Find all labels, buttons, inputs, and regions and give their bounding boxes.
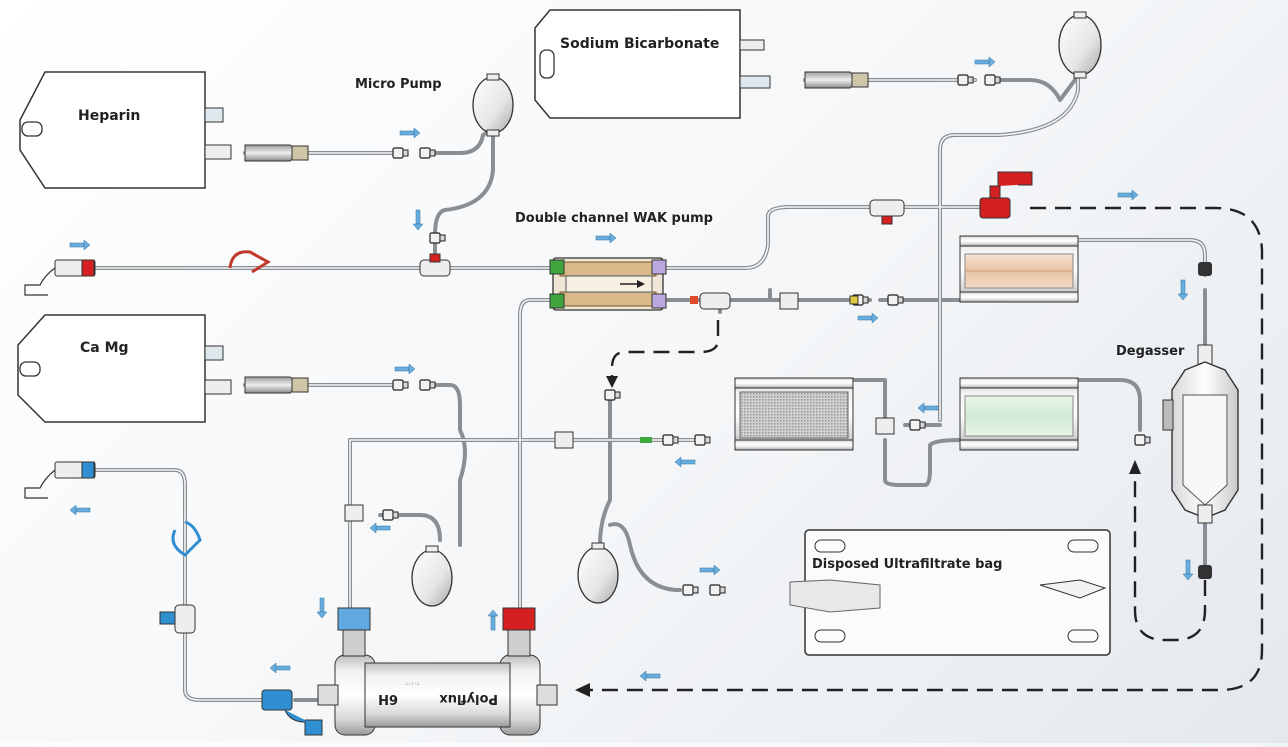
t-junctions [344,199,905,522]
micro-pump-label: Micro Pump [355,77,442,92]
degasser-label: Degasser [1116,344,1185,359]
blue-clamp [171,520,202,557]
ultrafiltrate-bag-label: Disposed Ultrafiltrate bag [812,557,1002,572]
tubing-highlight [89,67,1206,701]
sodium-bicarbonate-bag: Sodium Bicarbonate [534,9,771,119]
wak-pump: Double channel WAK pump [515,211,713,311]
micro-pump-ca-mg [411,545,453,607]
sorbent-cartridge-middle [734,377,854,451]
dialyzer: 6H Polyflux .:.·: ·:. [317,607,558,736]
micro-pump-heparin: Micro Pump [355,73,514,137]
dashed-return-lines [575,206,1264,697]
blood-inlet-connector [24,259,96,296]
luer-connectors [382,74,1001,596]
sodium-bicarbonate-label: Sodium Bicarbonate [560,36,719,52]
micro-pump-ultrafiltrate [577,542,619,604]
svg-text:.:.·: ·:.: .:.·: ·:. [405,681,420,687]
sorbent-cartridge-bottom-right [959,377,1079,451]
ultrafiltrate-bag: Disposed Ultrafiltrate bag [789,529,1111,656]
heparin-bag: Heparin [19,71,232,189]
dialyzer-brand: Polyflux [439,691,498,706]
red-clamp [228,250,271,274]
spike-connectors [244,71,869,394]
blood-outlet-t [174,604,196,634]
degasser: Degasser [1116,262,1239,579]
dialyzer-model: 6H [378,691,398,706]
wak-pump-label: Double channel WAK pump [515,211,713,226]
blue-luer-bottom [261,689,323,736]
ca-mg-bag: Ca Mg [17,314,232,423]
pressure-valve [979,171,1033,219]
blood-outlet-connector [24,461,96,499]
sorbent-cartridge-top-right [959,235,1079,303]
heparin-label: Heparin [78,108,140,124]
micro-pump-bicarbonate [1058,11,1102,79]
ca-mg-label: Ca Mg [80,340,129,356]
